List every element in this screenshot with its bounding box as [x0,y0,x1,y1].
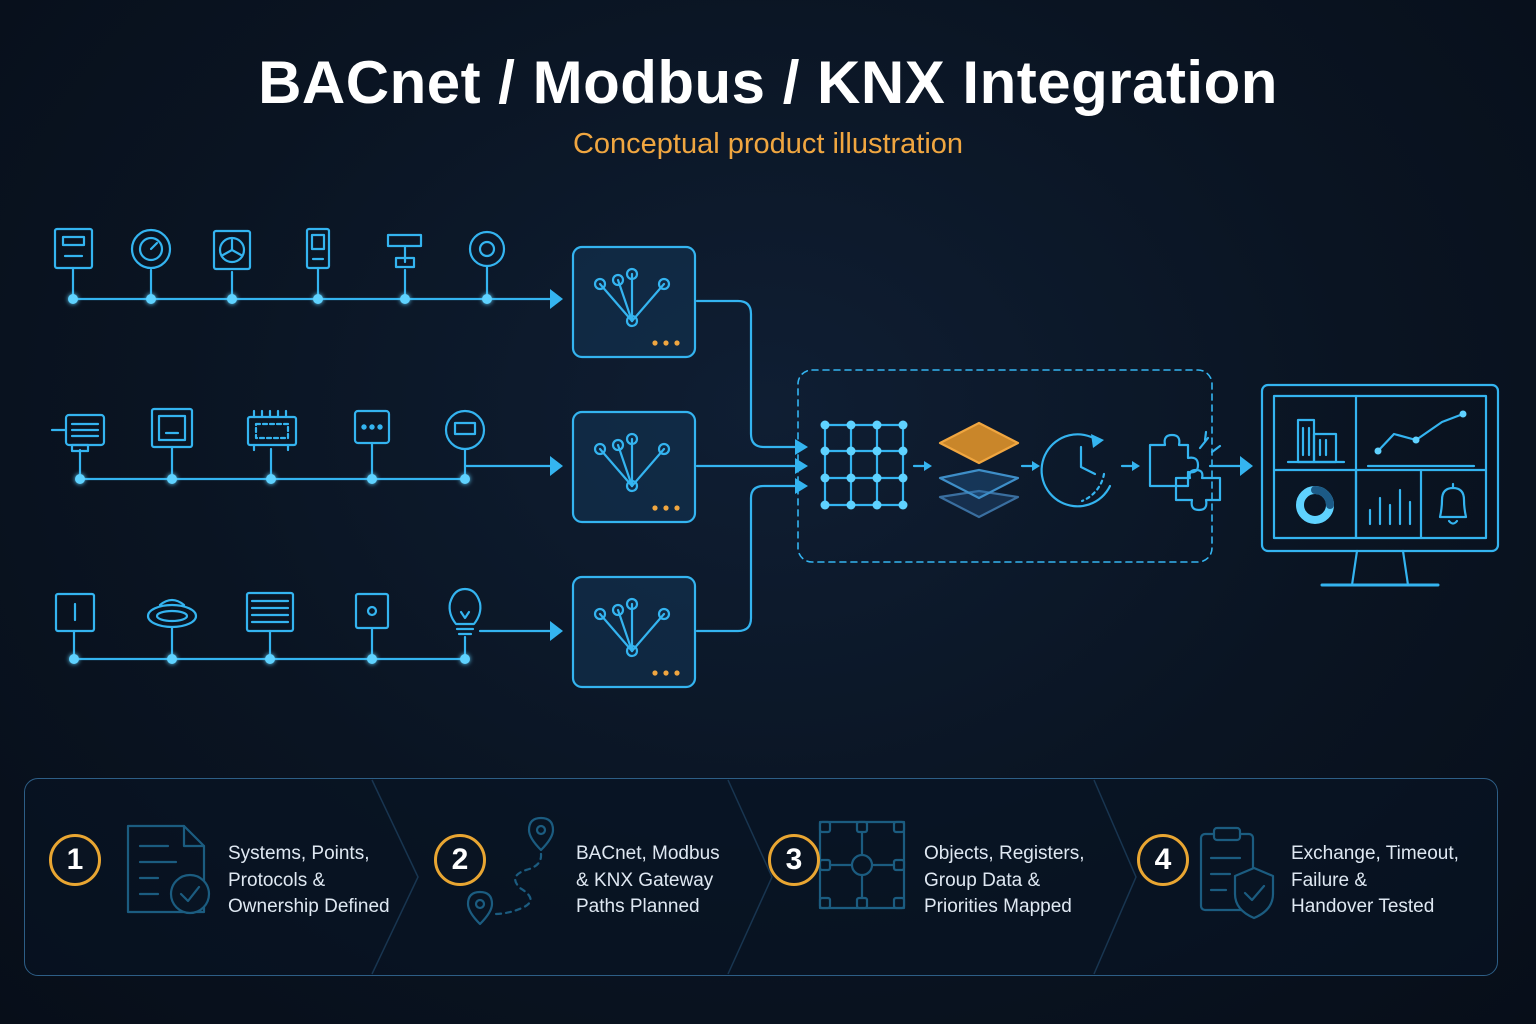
step-2-line-1: BACnet, Modbus [576,843,720,864]
step-4-line-1: Exchange, Timeout, [1291,843,1459,864]
step-3-text: Objects, Registers, Group Data & Priorit… [924,841,1085,921]
donut-chart-icon [1296,486,1334,524]
plc-module-icon [246,409,298,452]
step-4-number: 4 [1137,834,1189,886]
step-2-line-3: Paths Planned [576,896,700,917]
gateway-connectors [695,299,808,633]
gateway-1[interactable] [571,245,697,359]
step-3-line-1: Objects, Registers, [924,843,1085,864]
sensor-icon [468,230,506,268]
wall-socket-icon [354,592,390,630]
step-3-number: 3 [768,834,820,886]
bus-line-row-3 [72,621,563,661]
bar-chart-icon [1368,488,1412,526]
flow-arrows [912,456,1253,476]
step-1-line-1: Systems, Points, [228,843,370,864]
point-grid-icon [820,420,908,510]
step-3-line-2: Group Data & [924,869,1041,891]
motor-icon [50,413,106,453]
step-1-line-2: Protocols & [228,869,326,891]
fan-unit-icon [212,229,252,271]
puzzle-integration-icon [1148,430,1222,512]
round-meter-icon [444,409,486,451]
bus-nodes-row-3 [69,654,470,664]
page-title: BACnet / Modbus / KNX Integration [258,49,1278,116]
bell-icon [1438,482,1468,525]
data-layers-icon [938,421,1020,519]
gateway-network-icon [593,597,671,658]
step-4-text: Exchange, Timeout, Failure & Handover Te… [1291,841,1459,921]
blind-icon [245,591,295,633]
light-bulb-icon [448,587,482,636]
gateway-2[interactable] [571,410,697,524]
step-3-line-3: Priorities Mapped [924,896,1072,917]
bus-line-row-2 [78,441,563,481]
bus-nodes-row-1 [68,294,492,304]
step-4-line-2: Failure & [1291,869,1368,891]
valve-actuator-icon [386,233,423,269]
steps-panel [24,778,1498,976]
dial-gauge-icon [130,228,172,270]
gateway-network-icon [593,432,671,493]
dashboard-monitor[interactable] [1260,383,1500,587]
controller-icon [53,227,94,270]
step-1-text: Systems, Points, Protocols & Ownership D… [228,841,390,921]
step-2-text: BACnet, Modbus & KNX Gateway Paths Plann… [576,841,720,921]
building-icon [1286,418,1346,464]
gateway-3[interactable] [571,575,697,689]
line-chart-icon [1374,410,1467,455]
page-subtitle: Conceptual product illustration [572,128,964,160]
step-4-line-3: Handover Tested [1291,896,1435,917]
power-meter-icon [150,407,194,449]
step-1-number: 1 [49,834,101,886]
clock-timeout-icon [1040,433,1112,508]
step-2-line-2: & KNX Gateway [576,869,714,891]
ceiling-light-icon [146,598,198,629]
step-1-line-3: Ownership Defined [228,896,390,917]
gateway-network-icon [593,267,671,328]
step-2-number: 2 [434,834,486,886]
io-module-icon [353,409,391,445]
thermostat-icon [305,227,331,270]
wall-switch-icon [54,592,96,633]
bus-nodes-row-2 [75,474,470,484]
